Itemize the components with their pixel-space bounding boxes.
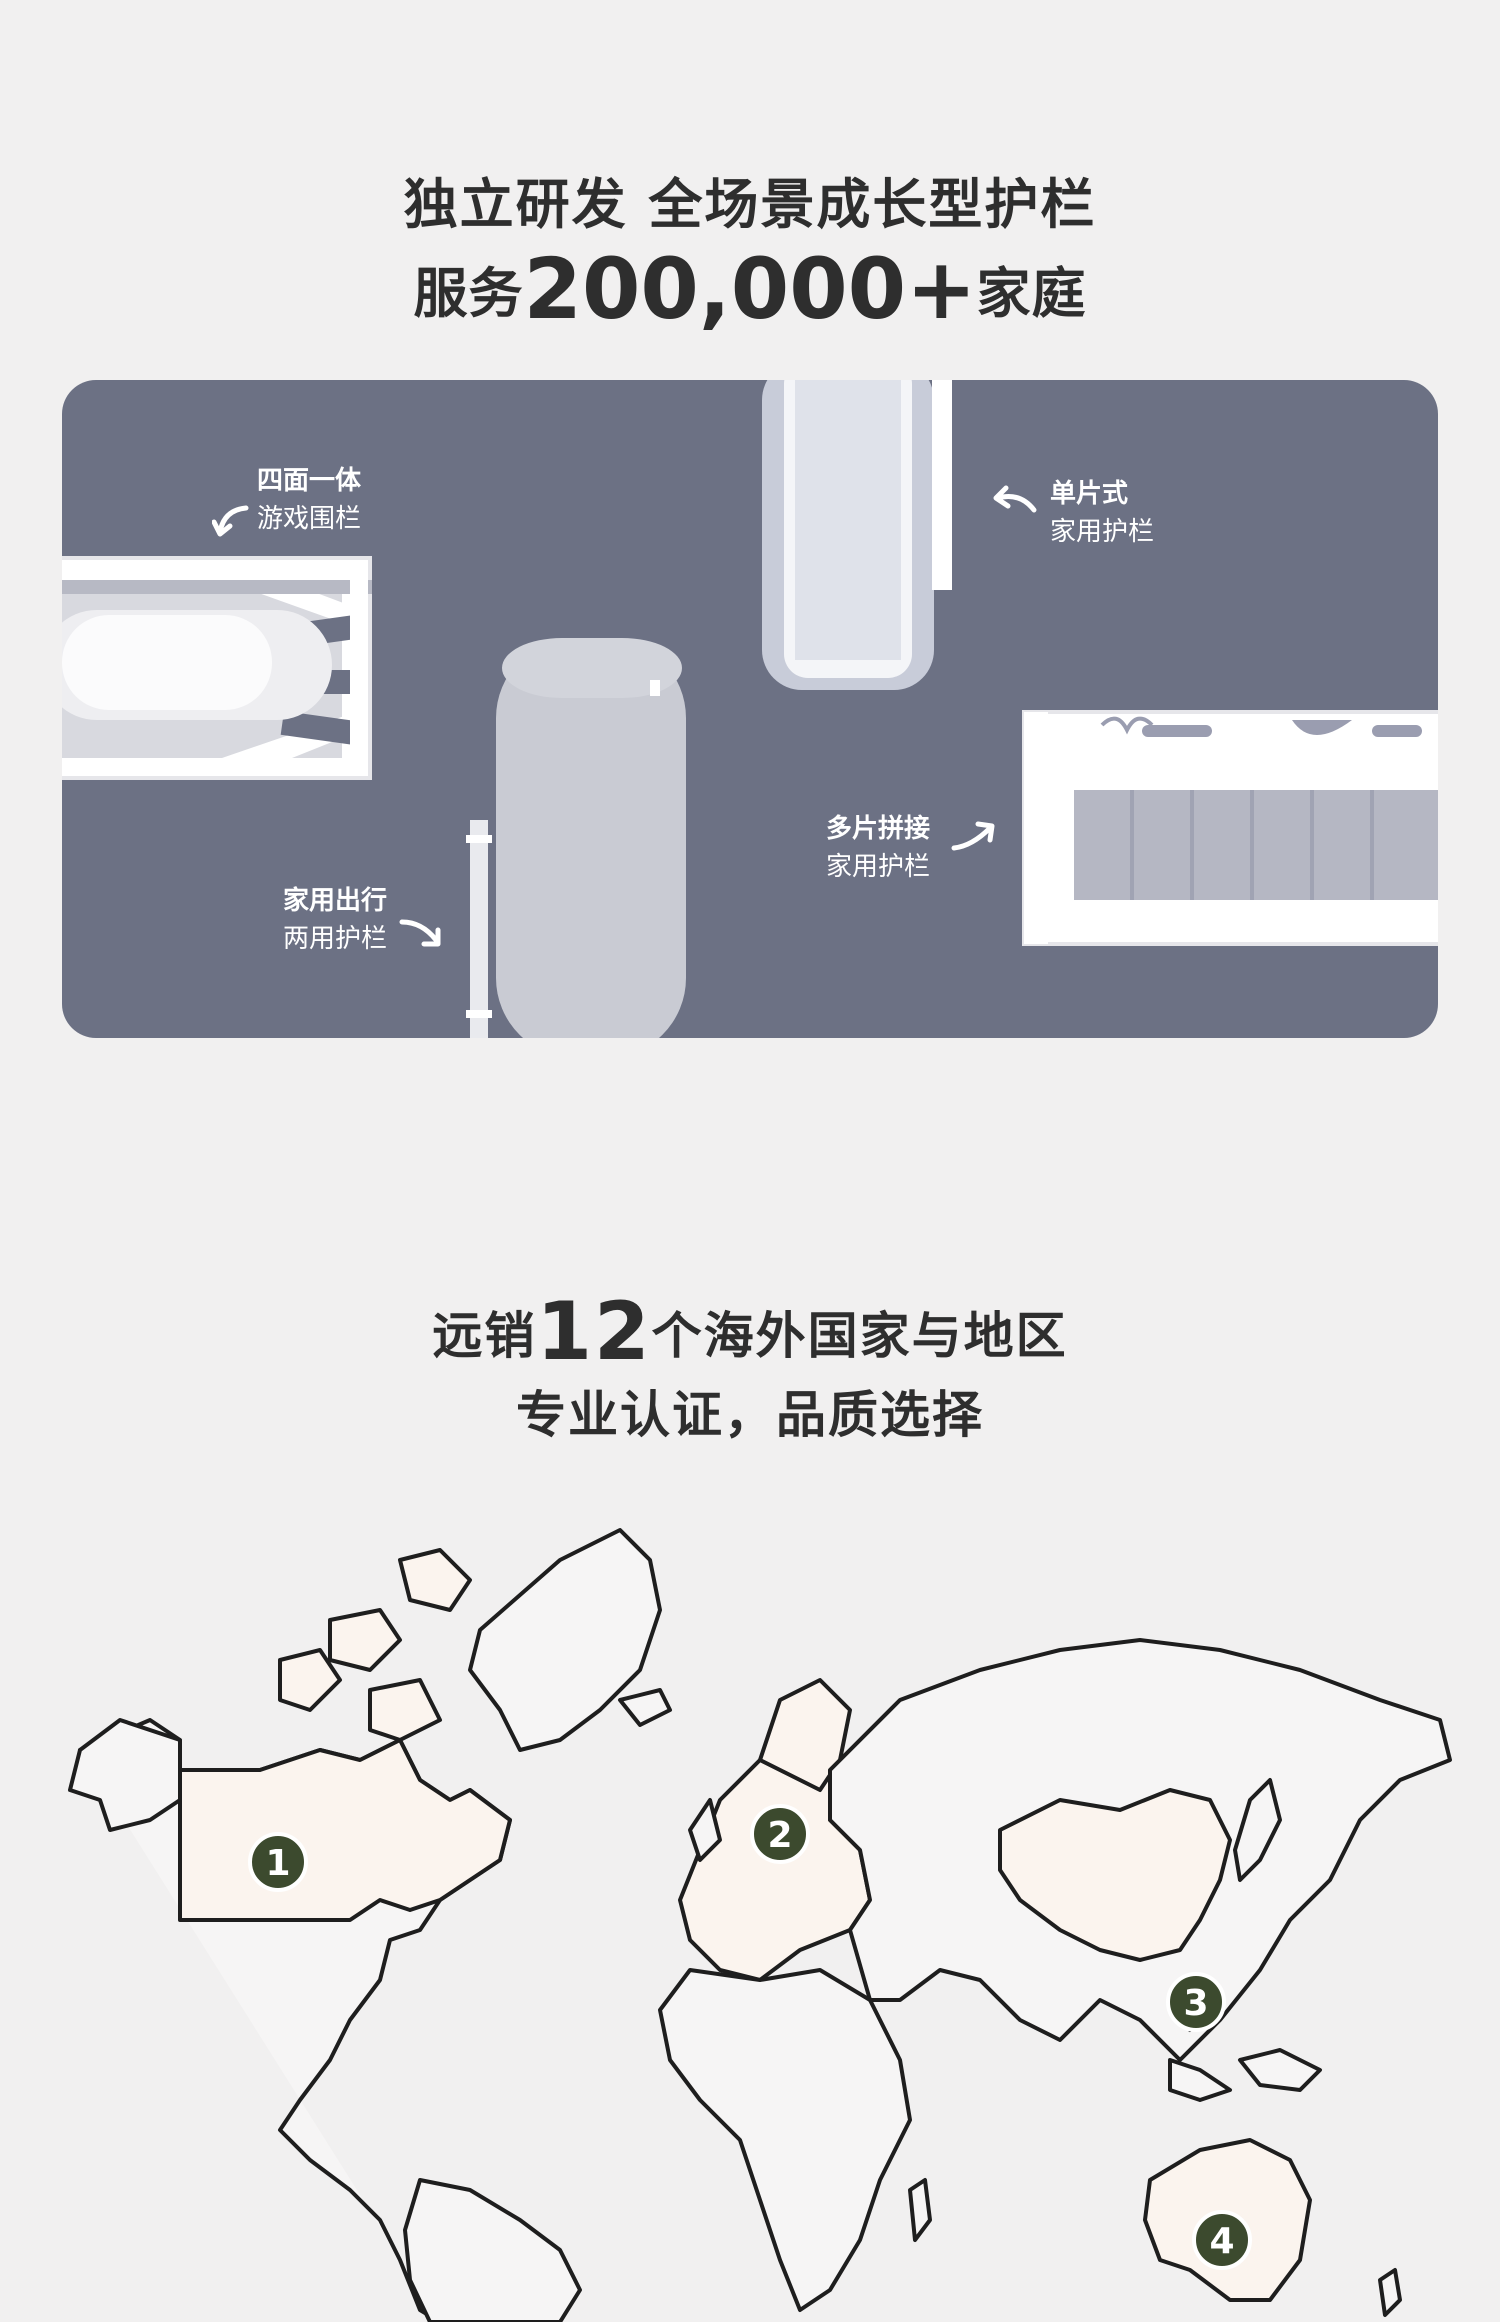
headline-line-1: 独立研发 全场景成长型护栏 — [403, 173, 1097, 236]
travel-gate-image — [466, 638, 686, 1038]
marker-1-label: 1 — [265, 1843, 290, 1884]
marker-3: 3 — [1166, 1972, 1226, 2032]
china-outline — [998, 1788, 1232, 1962]
certification-headline: 专业认证，品质选择 — [516, 1386, 984, 1444]
marker-2: 2 — [750, 1804, 810, 1864]
marker-2-label: 2 — [767, 1815, 792, 1856]
label-multi-panel: 多片拼接 家用护栏 — [826, 814, 931, 882]
marker-3-label: 3 — [1183, 1983, 1208, 2024]
label-single-gate: 单片式 家用护栏 — [1050, 479, 1155, 547]
curved-arrow-icon — [993, 485, 1037, 513]
export-headline: 远销12个海外国家与地区 — [0, 1285, 1500, 1378]
headline-line-2: 服务200,000+家庭 — [0, 240, 1500, 338]
curved-arrow-icon — [212, 505, 249, 537]
marker-4-label: 4 — [1209, 2221, 1234, 2262]
curved-arrow-icon — [399, 919, 441, 947]
marker-1: 1 — [248, 1832, 308, 1892]
label-playpen: 四面一体 游戏围栏 — [257, 466, 362, 534]
single-gate-image — [762, 380, 952, 690]
label-travel-gate: 家用出行 两用护栏 — [283, 886, 388, 954]
marker-4: 4 — [1192, 2210, 1252, 2270]
headline-suffix: 家庭 — [976, 262, 1087, 325]
canada-outline — [178, 1738, 512, 1922]
country-count: 12 — [536, 1285, 652, 1378]
playpen-image — [62, 556, 372, 780]
headline-prefix: 服务 — [413, 262, 524, 325]
multi-panel-fence-image — [1022, 710, 1438, 946]
families-count: 200,000+ — [523, 240, 977, 338]
product-panel: 四面一体 游戏围栏 单片式 家用护栏 多片拼接 家用护栏 家用出行 两用护栏 — [62, 380, 1438, 1038]
south-america-outline — [403, 2178, 582, 2322]
map-markers: 1 2 3 4 — [248, 1804, 1252, 2270]
product-illustrations — [62, 380, 1438, 1038]
export-prefix: 远销 — [432, 1307, 537, 1365]
export-suffix: 个海外国家与地区 — [651, 1307, 1068, 1365]
greenland-outline — [468, 1528, 662, 1752]
africa-outline — [658, 1968, 912, 2312]
curved-arrow-icon — [951, 821, 995, 851]
world-map: 1 2 3 4 — [68, 1528, 1452, 2322]
